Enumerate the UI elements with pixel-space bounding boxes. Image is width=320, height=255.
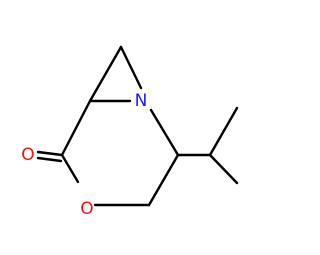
- bond-ch-to-ch2: [147, 153, 180, 207]
- bond-aziridine-right: [119, 45, 143, 90]
- bond-carbonyl-2: [36, 156, 63, 163]
- bond-carbonyl-1: [36, 150, 64, 157]
- atom-label-ring-oxygen: O: [80, 199, 93, 219]
- bond-c-to-o-ring: [60, 153, 80, 184]
- structure-canvas: N O O: [21, 45, 239, 219]
- atom-label-carbonyl-oxygen: O: [21, 145, 34, 165]
- bond-n-to-ch: [149, 108, 180, 157]
- bond-isopropyl-up: [208, 106, 239, 157]
- bond-c2-to-carbonyl: [60, 99, 92, 157]
- atom-label-nitrogen: N: [135, 91, 148, 111]
- molecule-diagram: N O O: [21, 45, 239, 219]
- bond-aziridine-top: [88, 45, 123, 103]
- bond-isopropyl-down: [208, 153, 239, 185]
